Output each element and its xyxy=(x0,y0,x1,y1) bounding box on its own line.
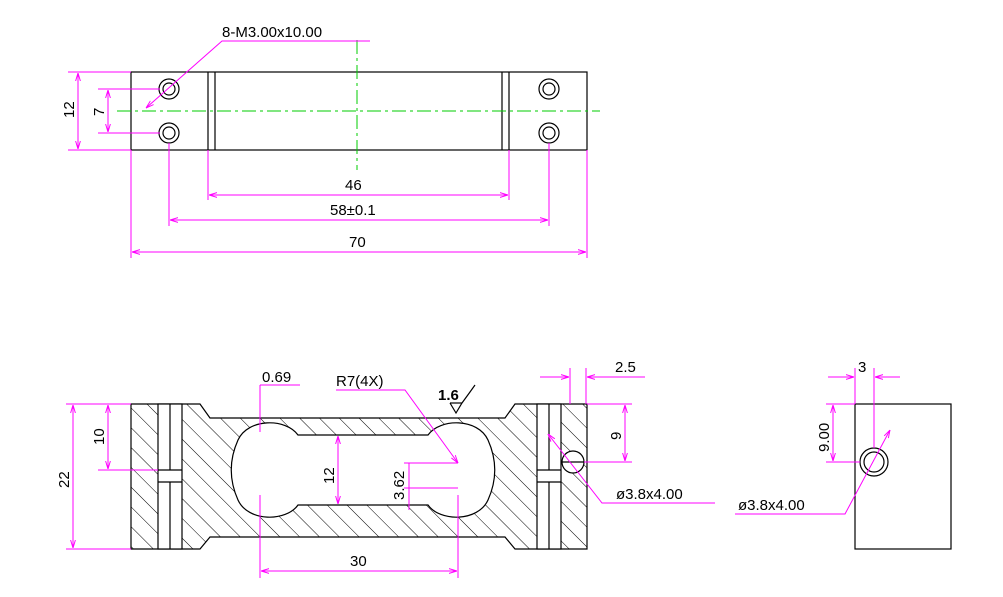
dim-text-22: 22 xyxy=(56,471,73,488)
front-view: 22 10 0.69 R7(4X) 1.6 12 3.62 30 2. xyxy=(56,359,715,578)
side-view: 3 9.00 ø3.8x4.00 xyxy=(735,359,952,550)
radius-leader xyxy=(336,389,458,463)
dim-text-spacing-7: 7 xyxy=(91,108,108,116)
front-hole-leader xyxy=(548,434,715,504)
dim-text-0-69: 0.69 xyxy=(262,369,291,386)
dim-text-46: 46 xyxy=(345,177,362,194)
dim-text-12-center: 12 xyxy=(321,467,338,484)
dim-text-10: 10 xyxy=(91,428,108,445)
dim-text-9-00: 9.00 xyxy=(816,423,833,452)
dim-text-front-hole: ø3.8x4.00 xyxy=(616,486,683,503)
front-dumbbell-cutout xyxy=(230,422,496,518)
dim-text-58: 58±0.1 xyxy=(330,202,376,219)
dim-text-surface-finish: 1.6 xyxy=(438,387,459,404)
hole-bottom-right xyxy=(538,122,560,144)
dim-text-30: 30 xyxy=(350,553,367,570)
side-hole-leader xyxy=(735,430,890,515)
thread-callout-leader xyxy=(146,40,370,108)
dim-text-side-hole: ø3.8x4.00 xyxy=(738,497,805,514)
hole-bottom-left xyxy=(158,122,180,144)
side-body-outline xyxy=(854,403,952,550)
dim-text-2-5: 2.5 xyxy=(615,359,636,376)
dim-text-3-62: 3.62 xyxy=(391,471,408,500)
dim-text-r7: R7(4X) xyxy=(336,373,384,390)
top-view: 8-M3.00x10.00 12 7 46 58±0.1 70 xyxy=(61,24,600,258)
thread-callout-text: 8-M3.00x10.00 xyxy=(222,24,322,41)
side-hole-inner xyxy=(863,451,885,473)
dim-text-70: 70 xyxy=(349,234,366,251)
dim-text-3: 3 xyxy=(858,359,866,376)
hole-top-right xyxy=(538,78,560,100)
dim-text-9: 9 xyxy=(608,432,625,440)
dim-text-height-12: 12 xyxy=(61,101,78,118)
